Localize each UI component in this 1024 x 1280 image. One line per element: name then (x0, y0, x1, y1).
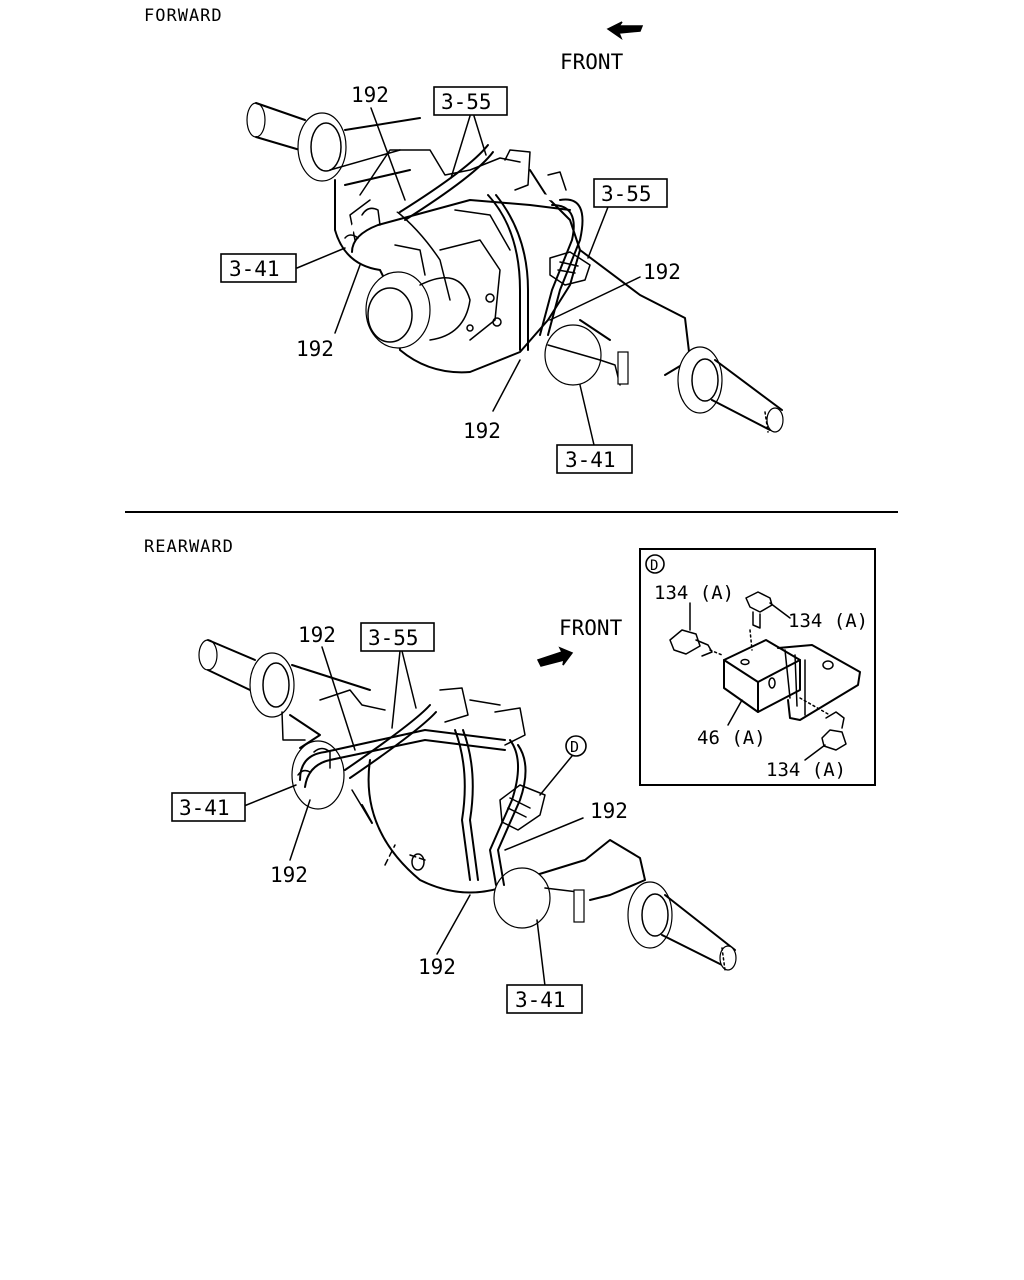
forward-part-192-bottom: 192 (463, 419, 501, 443)
rearward-part-192-left: 192 (270, 863, 308, 887)
forward-ref-3-55-right: 3-55 (601, 182, 652, 206)
detail-leader-bottom (804, 744, 826, 761)
forward-ref-box-top (433, 86, 508, 116)
forward-ref-3-41-left: 3-41 (229, 257, 280, 281)
forward-title: FORWARD (144, 6, 223, 26)
rearward-part-192-right: 192 (590, 799, 628, 823)
rearward-part-192-top: 192 (298, 623, 336, 647)
forward-part-192-top: 192 (351, 83, 389, 107)
forward-part-192-left: 192 (296, 337, 334, 361)
rearward-axle-drawing (198, 639, 737, 971)
forward-front-label: FRONT (560, 50, 624, 74)
rearward-ref-3-55-top: 3-55 (368, 626, 419, 650)
rearward-ref-box-left (171, 792, 246, 822)
detail-label-46a: 46 (A) (697, 727, 766, 749)
rearward-ref-3-41-bottom: 3-41 (515, 988, 566, 1012)
rearward-part-192-bottom: 192 (418, 955, 456, 979)
detail-marker-circle (645, 554, 665, 574)
rearward-detail-marker-circle (565, 735, 587, 757)
rearward-front-label: FRONT (559, 616, 623, 640)
forward-ref-3-41-bottom: 3-41 (565, 448, 616, 472)
detail-leader-tr (769, 602, 791, 619)
rearward-detail-marker: D (570, 738, 579, 756)
detail-label-134a-top-left: 134 (A) (654, 582, 734, 604)
detail-d-inset: D (639, 548, 876, 786)
rearward-ref-box-top (360, 622, 435, 652)
detail-label-134a-bottom: 134 (A) (766, 759, 846, 781)
forward-leaders (296, 107, 641, 446)
forward-ref-box-bottom (556, 444, 633, 474)
rearward-ref-3-41-left: 3-41 (179, 796, 230, 820)
forward-callouts: 192 3-55 3-55 3-41 192 192 192 3-41 (220, 83, 681, 474)
detail-label-134a-top-right: 134 (A) (788, 610, 868, 632)
rearward-leaders (243, 646, 584, 987)
front-arrow-icon (536, 646, 574, 667)
detail-leader-block (727, 699, 743, 726)
forward-ref-box-left (220, 253, 297, 283)
forward-part-192-right: 192 (643, 260, 681, 284)
rearward-ref-box-bottom (506, 984, 583, 1014)
rearward-title: REARWARD (144, 537, 234, 557)
forward-ref-3-55-top: 3-55 (441, 90, 492, 114)
front-arrow-icon (606, 21, 644, 41)
forward-section: FORWARD FRONT (144, 6, 784, 474)
forward-ref-box-right (593, 178, 668, 208)
detail-frame (639, 548, 876, 786)
rearward-section: REARWARD FRONT (144, 537, 737, 1014)
detail-marker: D (650, 558, 658, 574)
rearward-callouts: 192 3-55 D 3-41 192 192 192 3-41 (171, 622, 628, 1014)
forward-axle-drawing (246, 102, 784, 433)
